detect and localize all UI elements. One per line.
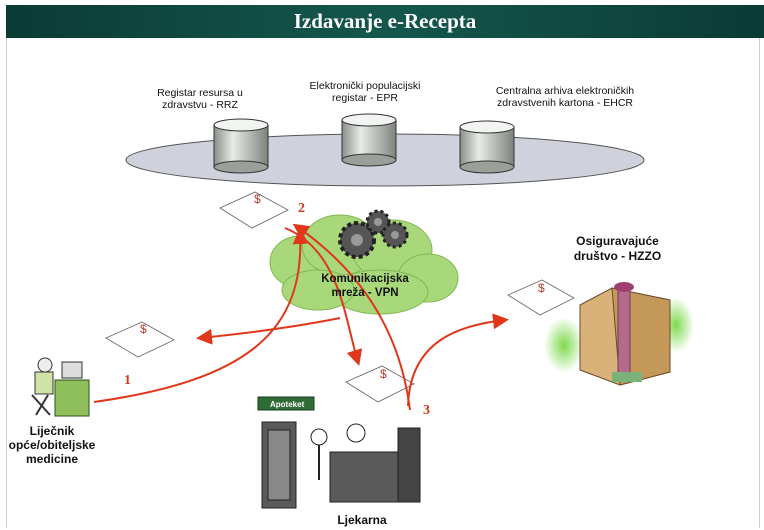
svg-text:$: $ bbox=[254, 192, 261, 206]
arrow-pharmacy-to-insurer bbox=[407, 313, 509, 407]
step-number-3: 3 bbox=[423, 403, 430, 418]
pharmacy-label: Ljekarna bbox=[337, 513, 387, 527]
prescription-document-icon: $ bbox=[105, 321, 175, 358]
prescription-document-icon: $ bbox=[345, 365, 415, 403]
prescription-document-icon: $ bbox=[507, 279, 575, 316]
insurance-building-icon bbox=[544, 282, 694, 386]
database-icon-rrz bbox=[213, 118, 269, 174]
gears-icon bbox=[338, 209, 409, 259]
slide-frame bbox=[6, 38, 760, 528]
flow-arrows bbox=[93, 223, 509, 411]
arrow-pharmacy-to-network bbox=[292, 223, 411, 411]
step-number-2: 2 bbox=[298, 201, 305, 216]
database-icon-epr bbox=[341, 113, 397, 167]
svg-text:$: $ bbox=[380, 367, 387, 381]
svg-text:$: $ bbox=[140, 322, 147, 336]
doctor-icon bbox=[31, 357, 90, 417]
pharmacy-icon bbox=[257, 396, 421, 509]
svg-text:$: $ bbox=[538, 281, 545, 295]
pharmacy-sign-text: Apoteket bbox=[270, 400, 305, 409]
arrow-network-to-doctor bbox=[196, 317, 341, 345]
page-title: Izdavanje e-Recepta bbox=[6, 5, 764, 38]
prescription-document-icon: $ bbox=[219, 191, 289, 229]
database-icon-ehcr bbox=[459, 120, 515, 174]
arrow-doctor-to-network bbox=[93, 228, 309, 403]
step-number-1: 1 bbox=[124, 373, 131, 388]
